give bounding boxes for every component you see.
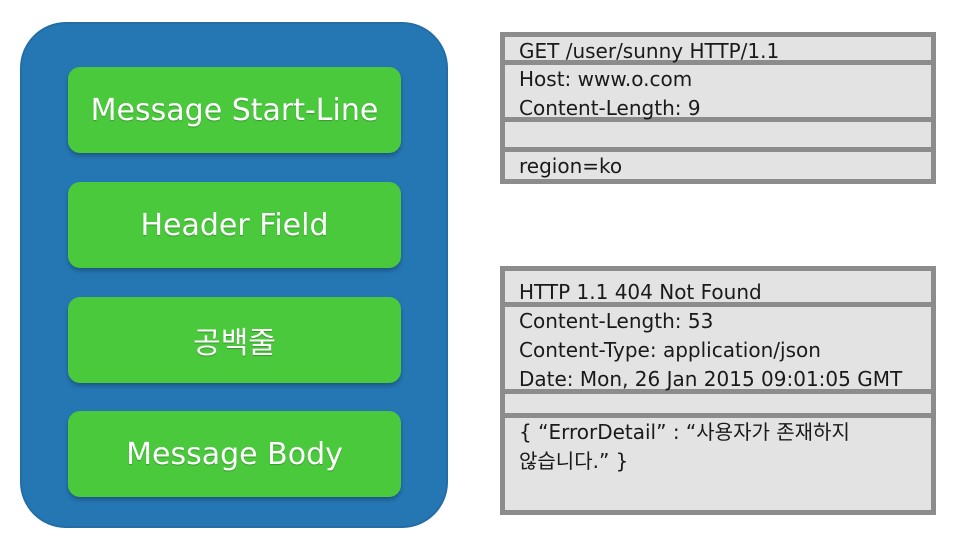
response-header-line: Content-Type: application/json <box>519 338 821 362</box>
request-body: region=ko <box>519 154 623 178</box>
response-body-box: { “ErrorDetail” : “사용자가 존재하지 않습니다.” } <box>500 413 936 515</box>
start-line-block: Message Start-Line <box>68 67 401 153</box>
request-start-line: GET /user/sunny HTTP/1.1 <box>519 39 780 63</box>
request-header-line: Host: www.o.com <box>519 67 693 91</box>
request-example: GET /user/sunny HTTP/1.1 Host: www.o.com… <box>500 32 936 184</box>
message-body-label: Message Body <box>126 436 343 472</box>
request-headers-box: Host: www.o.com Content-Length: 9 <box>500 60 936 122</box>
response-header-line: Content-Length: 53 <box>519 309 714 333</box>
header-field-label: Header Field <box>140 207 329 243</box>
response-example: HTTP 1.1 404 Not Found Content-Length: 5… <box>500 266 936 515</box>
request-start-line-box: GET /user/sunny HTTP/1.1 <box>500 32 936 65</box>
response-start-line-box: HTTP 1.1 404 Not Found <box>500 266 936 307</box>
response-headers-box: Content-Length: 53 Content-Type: applica… <box>500 302 936 394</box>
response-header-line: Date: Mon, 26 Jan 2015 09:01:05 GMT <box>519 367 903 391</box>
message-body-block: Message Body <box>68 411 401 497</box>
request-header-line: Content-Length: 9 <box>519 96 701 120</box>
header-field-block: Header Field <box>68 182 401 268</box>
blank-line-block: 공백줄 <box>68 297 401 383</box>
start-line-label: Message Start-Line <box>90 92 379 128</box>
blank-line-label: 공백줄 <box>193 326 276 361</box>
response-body: { “ErrorDetail” : “사용자가 존재하지 않습니다.” } <box>519 420 850 473</box>
response-start-line: HTTP 1.1 404 Not Found <box>519 280 762 304</box>
request-body-box: region=ko <box>500 147 936 184</box>
